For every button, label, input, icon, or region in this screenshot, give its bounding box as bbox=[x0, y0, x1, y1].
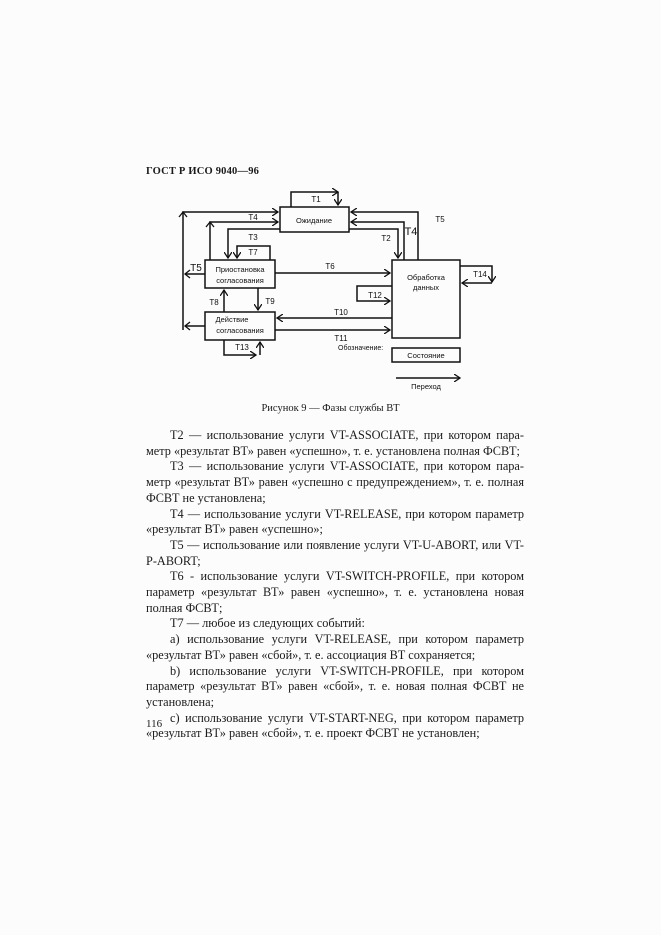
transition-t2-arrow bbox=[349, 228, 398, 258]
label-t7: T7 bbox=[248, 248, 258, 257]
label-t5-right: T5 bbox=[435, 215, 445, 224]
label-t13: T13 bbox=[235, 343, 249, 352]
paragraph-t7-b: b) использование услуги VT-SWITCH-PROFIL… bbox=[146, 663, 524, 709]
state-processing-label-2: данных bbox=[413, 283, 439, 292]
transition-t5-right-arrow bbox=[351, 212, 419, 260]
label-t10: T10 bbox=[334, 308, 348, 317]
body-text: Т2 — использование услуги VT-ASSOCIATE, … bbox=[146, 428, 524, 742]
legend-title: Обозначение: bbox=[338, 344, 383, 352]
legend-state-label: Состояние bbox=[407, 351, 444, 360]
label-t2: T2 bbox=[381, 234, 391, 243]
label-t9: T9 bbox=[265, 297, 275, 306]
page-number: 116 bbox=[146, 718, 163, 730]
transition-t1-arrow bbox=[290, 192, 338, 207]
label-t4-right: T4 bbox=[405, 226, 418, 238]
transition-t13-arrow bbox=[223, 340, 256, 355]
label-t4-top: T4 bbox=[248, 213, 258, 222]
label-t6: T6 bbox=[325, 262, 335, 271]
state-suspend-label-2: согласования bbox=[216, 276, 264, 285]
paragraph-t6: Т6 - использование услуги VT-SWITCH-PROF… bbox=[146, 569, 524, 615]
vt-phases-diagram: Ожидание Приостановка согласования Дейст… bbox=[178, 0, 661, 391]
paragraph-t7-c: с) использование услуги VT-START-NEG, пр… bbox=[146, 710, 524, 741]
transition-t3-arrow bbox=[228, 228, 280, 258]
legend-state-box bbox=[391, 347, 461, 363]
label-t5-left: T5 bbox=[190, 263, 202, 274]
label-t12: T12 bbox=[368, 291, 382, 300]
transition-t14-arrow bbox=[460, 265, 492, 282]
state-suspend-label-1: Приостановка bbox=[215, 265, 265, 274]
state-processing-label-1: Обработка bbox=[407, 273, 446, 282]
paragraph-t2: Т2 — использование услуги VT-ASSOCIATE, … bbox=[146, 428, 524, 458]
document-header: ГОСТ Р ИСО 9040—96 bbox=[146, 166, 260, 177]
state-action-label-1: Действие bbox=[216, 315, 249, 324]
state-processing-box bbox=[391, 259, 461, 339]
transition-t4-right-arrow bbox=[351, 222, 405, 260]
label-t8: T8 bbox=[209, 298, 219, 307]
paragraph-t5: Т5 — использование или появление услуги … bbox=[146, 537, 524, 568]
label-t3: T3 bbox=[248, 233, 258, 242]
paragraph-t7-a: а) использование услуги VT-RELEASE, при … bbox=[146, 632, 524, 662]
transition-t4-suspend-arrow bbox=[209, 222, 278, 260]
state-waiting-label: Ожидание bbox=[296, 216, 332, 225]
label-t1: T1 bbox=[311, 195, 321, 204]
paragraph-t4: Т4 — использование услуги VT-RELEASE, пр… bbox=[146, 506, 524, 537]
paragraph-t3: Т3 — использование услуги VT-ASSOCIATE, … bbox=[146, 459, 524, 505]
label-t11: T11 bbox=[334, 334, 348, 343]
paragraph-t7: Т7 — любое из следующих событий: bbox=[170, 616, 365, 631]
transition-t12-arrow bbox=[356, 285, 392, 301]
state-waiting-box bbox=[279, 206, 350, 233]
state-action-label-2: согласования bbox=[216, 326, 264, 335]
label-t14: T14 bbox=[473, 270, 487, 279]
figure-caption: Рисунок 9 — Фазы службы ВТ bbox=[261, 403, 400, 414]
transition-t7-arrow bbox=[237, 245, 271, 260]
legend-transition-label: Переход bbox=[411, 382, 441, 391]
